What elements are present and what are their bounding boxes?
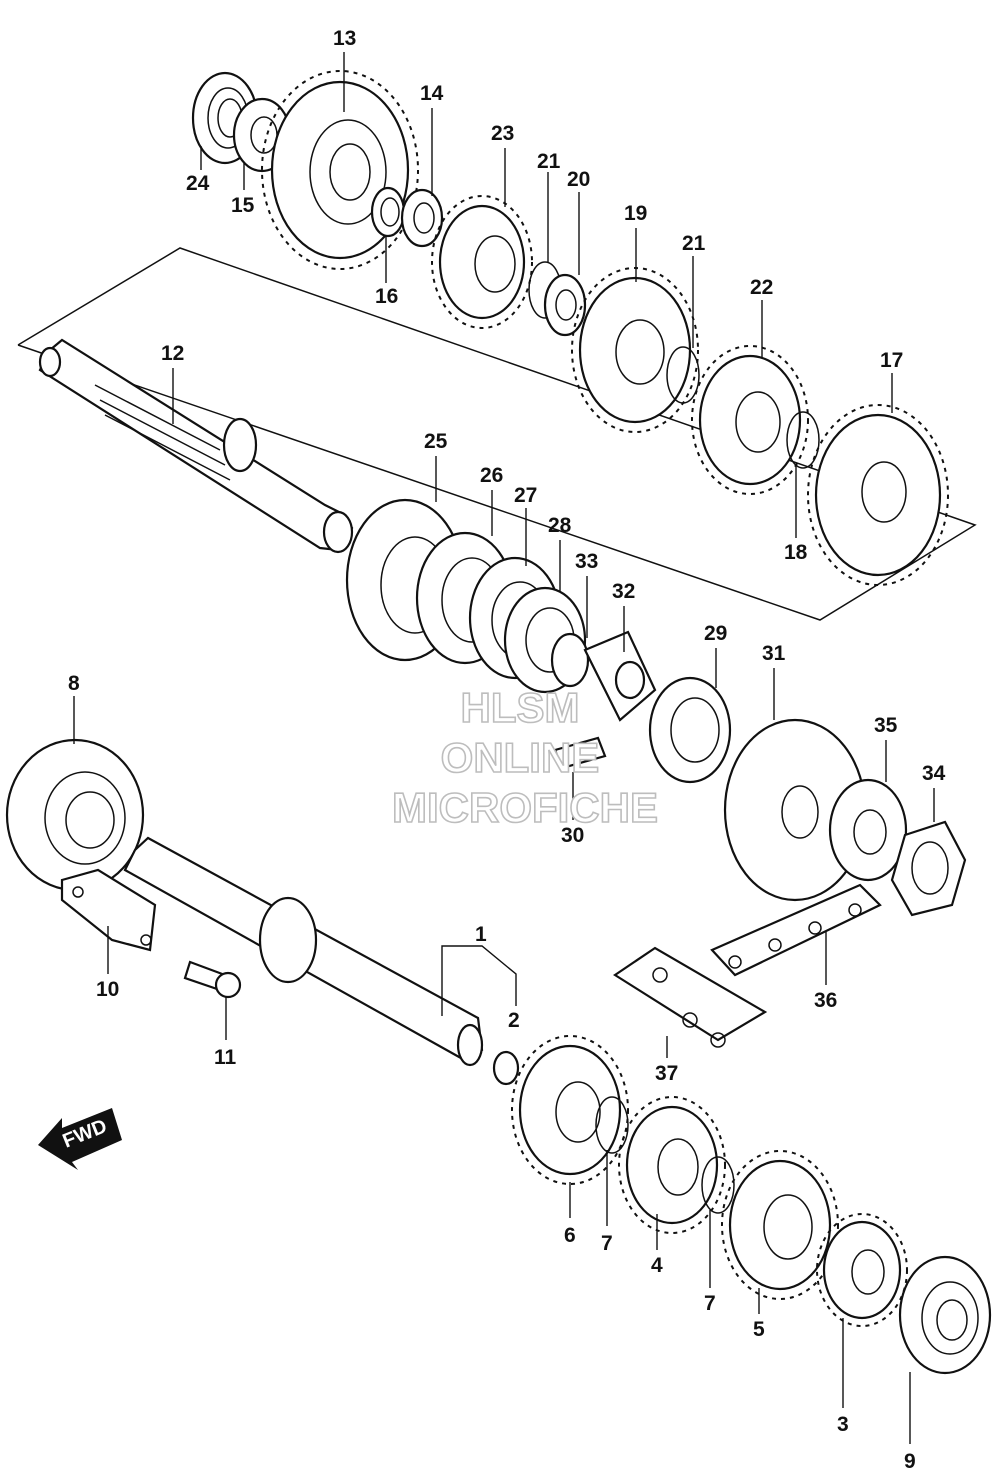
- callout-14: 14: [420, 82, 444, 105]
- callout-3: 3: [837, 1413, 849, 1436]
- callout-13: 13: [333, 27, 356, 50]
- gear-19[interactable]: [571, 267, 699, 433]
- callout-24: 24: [186, 172, 210, 195]
- screw-11[interactable]: [183, 960, 242, 999]
- gear-17[interactable]: [807, 404, 949, 586]
- callout-37: 37: [655, 1062, 678, 1085]
- washer-35[interactable]: [828, 778, 908, 882]
- sprocket-31[interactable]: [723, 718, 867, 902]
- callout-22: 22: [750, 276, 773, 299]
- washer-14[interactable]: [400, 188, 444, 248]
- callout-11: 11: [214, 1046, 237, 1069]
- callout-7b: 7: [704, 1292, 716, 1315]
- needle-bearing-16[interactable]: [370, 186, 406, 238]
- countershaft-group-outline: [17, 247, 977, 621]
- gear-4[interactable]: [618, 1096, 726, 1234]
- gear-6[interactable]: [511, 1035, 629, 1185]
- callout-9: 9: [904, 1450, 916, 1473]
- driveshaft-1[interactable]: [123, 836, 484, 1067]
- circlip-21b[interactable]: [666, 346, 700, 404]
- callout-4: 4: [651, 1254, 663, 1277]
- callout-35: 35: [874, 714, 898, 737]
- callout-6: 6: [564, 1224, 576, 1247]
- spacer-32[interactable]: [583, 630, 657, 722]
- callout-34: 34: [922, 762, 946, 785]
- callout-27: 27: [514, 484, 537, 507]
- callout-21a: 21: [537, 150, 561, 173]
- callout-31: 31: [762, 642, 786, 665]
- gear-23[interactable]: [431, 195, 533, 329]
- chain-joint-37[interactable]: [612, 946, 768, 1048]
- watermark-line3: MICROFICHE: [392, 784, 658, 831]
- o-ring-33[interactable]: [550, 632, 590, 688]
- gear-5[interactable]: [721, 1150, 839, 1300]
- callout-19: 19: [624, 202, 647, 225]
- gear-3[interactable]: [816, 1213, 908, 1327]
- callout-2: 2: [508, 1009, 520, 1032]
- watermark: HLSM ONLINE MICROFICHE: [391, 683, 659, 832]
- callout-36: 36: [814, 989, 837, 1012]
- watermark-line2: ONLINE: [441, 734, 600, 781]
- callout-33: 33: [575, 550, 598, 573]
- callout-21b: 21: [682, 232, 706, 255]
- fwd-arrow: FWD: [38, 1108, 122, 1170]
- circlip-7b[interactable]: [701, 1156, 735, 1214]
- callout-23: 23: [491, 122, 514, 145]
- lock-washer-29[interactable]: [648, 676, 732, 784]
- gear-2[interactable]: [492, 1050, 520, 1086]
- callout-1: 1: [475, 923, 487, 946]
- bearing-8[interactable]: [5, 738, 145, 892]
- washer-20[interactable]: [543, 273, 587, 337]
- callout-30: 30: [561, 824, 584, 847]
- callout-18: 18: [784, 541, 808, 564]
- countershaft-12[interactable]: [38, 338, 354, 554]
- callout-32: 32: [612, 580, 635, 603]
- callout-29: 29: [704, 622, 727, 645]
- bearing-9[interactable]: [898, 1255, 992, 1375]
- gear-13[interactable]: [261, 70, 419, 270]
- callout-17: 17: [880, 349, 903, 372]
- callouts: 13 14 23 21 20 19 21 22 17 24 15 16 12 1…: [68, 27, 946, 1473]
- callout-26: 26: [480, 464, 503, 487]
- callout-25: 25: [424, 430, 448, 453]
- nut-34[interactable]: [890, 820, 967, 917]
- gear-22[interactable]: [691, 345, 809, 495]
- watermark-line1: HLSM: [461, 684, 580, 731]
- callout-15: 15: [231, 194, 255, 217]
- callout-12: 12: [161, 342, 184, 365]
- leader-lines: [73, 52, 935, 1444]
- circlip-7a[interactable]: [595, 1096, 629, 1154]
- callout-16: 16: [375, 285, 398, 308]
- bearing-retainer-10[interactable]: [60, 868, 157, 952]
- bolt-30[interactable]: [553, 736, 607, 770]
- chain-36[interactable]: [710, 883, 882, 977]
- callout-8: 8: [68, 672, 80, 695]
- callout-28: 28: [548, 514, 572, 537]
- circlip-18[interactable]: [786, 411, 820, 469]
- callout-7a: 7: [601, 1232, 613, 1255]
- callout-20: 20: [567, 168, 590, 191]
- callout-10: 10: [96, 978, 119, 1001]
- callout-5: 5: [753, 1318, 765, 1341]
